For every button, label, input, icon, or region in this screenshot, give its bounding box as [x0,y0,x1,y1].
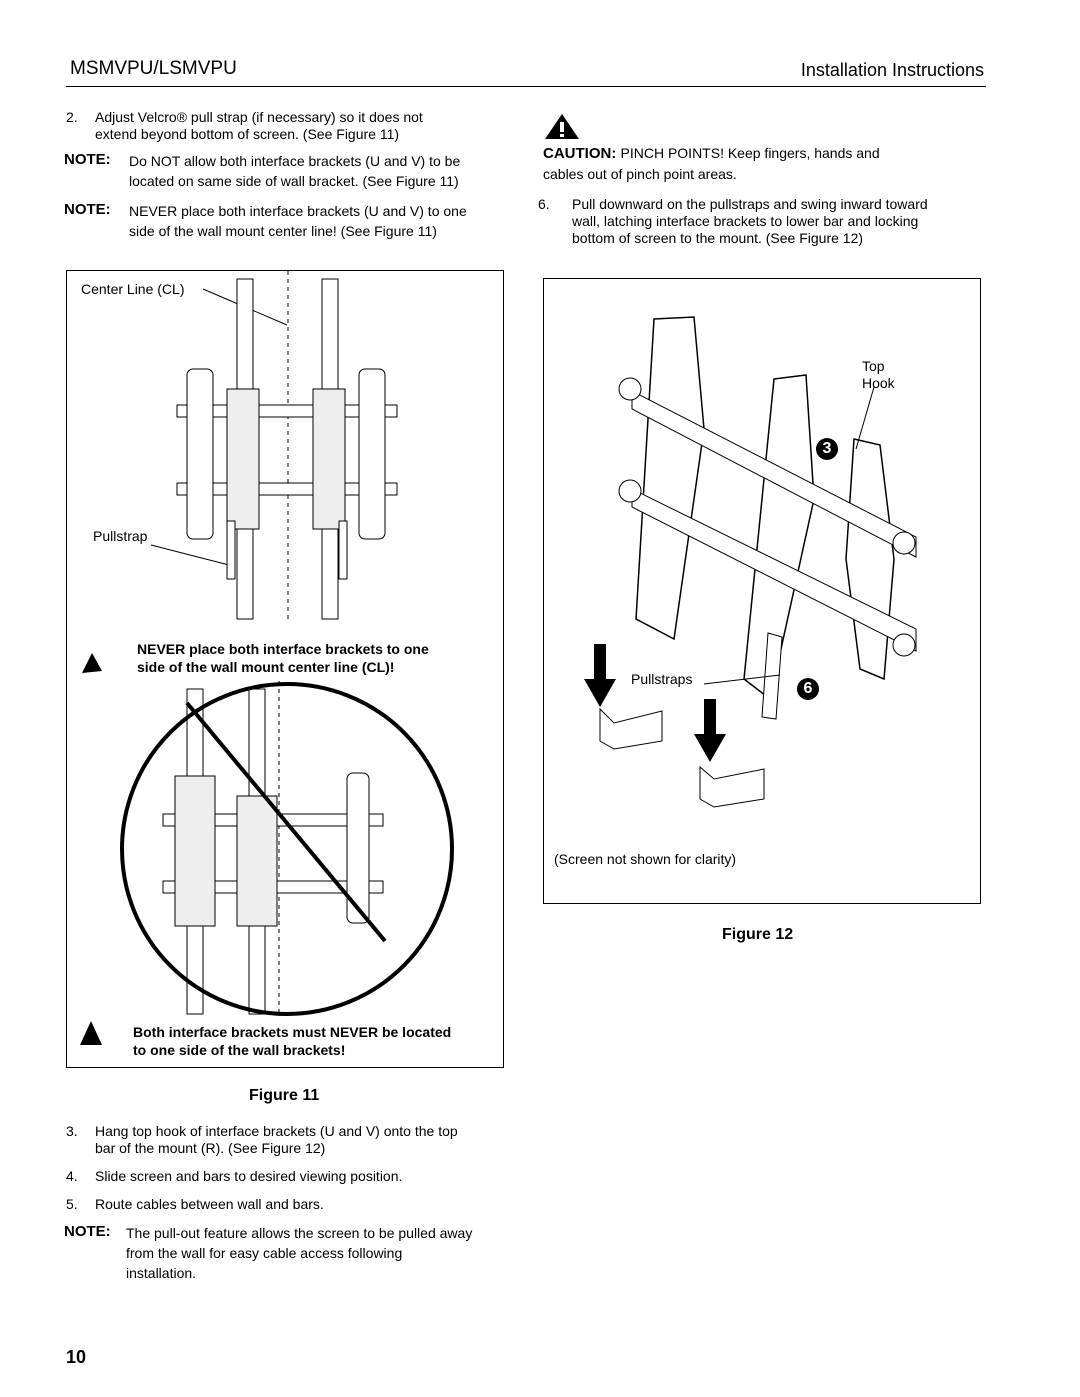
callout-6: 6 [797,678,819,700]
figure-12-illustration [584,316,917,808]
step-text-line: Adjust Velcro® pull strap (if necessary)… [95,109,423,125]
caution-text: PINCH POINTS! Keep fingers, hands and [620,145,880,161]
warning-icon [82,653,102,673]
step-text-line: Pull downward on the pullstraps and swin… [572,196,928,212]
document-model-title: MSMVPU/LSMVPU [70,58,237,79]
screen-note-label: (Screen not shown for clarity) [554,851,737,867]
note-text-line: from the wall for easy cable access foll… [126,1245,403,1261]
note-text-line: Do NOT allow both interface brackets (U … [129,153,461,169]
figure-11-frame: Center Line (CL) Pullstrap [66,270,504,1068]
hook-label: Hook [862,375,895,391]
warning-1: NEVER place both interface brackets to o… [137,640,429,676]
note-label: NOTE: [64,151,111,168]
caution-text-line: cables out of pinch point areas. [543,166,737,182]
step-text-line: extend beyond bottom of screen. (See Fig… [95,126,400,142]
note-text-line: side of the wall mount center line! (See… [129,223,437,239]
note-text-line: NEVER place both interface brackets (U a… [129,203,467,219]
step-number: 3. [66,1123,78,1139]
warning-line: side of the wall mount center line (CL)! [137,659,395,675]
page-number: 10 [66,1347,87,1367]
step-number: 2. [66,109,78,125]
note-label: NOTE: [64,1223,111,1240]
step-number: 6. [538,196,550,212]
caution: CAUTION: PINCH POINTS! Keep fingers, han… [543,143,988,184]
note-2: NOTE: NEVER place both interface bracket… [64,201,514,241]
figure-12-caption: Figure 12 [722,926,794,943]
warning-line: NEVER place both interface brackets to o… [137,641,429,657]
center-line-label: Center Line (CL) [81,281,185,297]
figure-12-frame: Top Hook 3 6 Pullstraps (Screen not show… [543,278,981,904]
step-text-line: Route cables between wall and bars. [95,1196,324,1212]
step-text-line: wall, latching interface brackets to low… [572,213,919,229]
warning-2: Both interface brackets must NEVER be lo… [133,1023,451,1059]
caution-icon [545,114,579,139]
step-6: 6. Pull downward on the pullstraps and s… [538,196,983,247]
top-label: Top [862,358,885,374]
figure-11-caption: Figure 11 [249,1087,320,1104]
header-divider [66,86,986,87]
step-2: 2. Adjust Velcro® pull strap (if necessa… [66,109,506,143]
document-section-title: Installation Instructions [800,60,984,80]
pullstraps-label: Pullstraps [631,671,693,687]
step-text-line: Slide screen and bars to desired viewing… [95,1168,403,1184]
step-4: 4. Slide screen and bars to desired view… [66,1168,516,1185]
step-text-line: Hang top hook of interface brackets (U a… [95,1123,458,1139]
step-text-line: bar of the mount (R). (See Figure 12) [95,1140,326,1156]
warning-line: Both interface brackets must NEVER be lo… [133,1024,452,1040]
step-number: 4. [66,1168,78,1184]
note-text-line: The pull-out feature allows the screen t… [126,1225,473,1241]
note-1: NOTE: Do NOT allow both interface bracke… [64,151,514,191]
step-3: 3. Hang top hook of interface brackets (… [66,1123,516,1157]
warning-icon [80,1021,102,1045]
step-5: 5. Route cables between wall and bars. [66,1196,516,1213]
note-text-line: installation. [126,1265,197,1281]
caution-label: CAUTION: [543,145,617,162]
figure-11-illustration [80,271,454,1045]
note-text-line: located on same side of wall bracket. (S… [129,173,459,189]
pullstrap-label: Pullstrap [93,528,148,544]
step-text-line: bottom of screen to the mount. (See Figu… [572,230,864,246]
note-label: NOTE: [64,201,111,218]
warning-line: to one side of the wall brackets! [133,1042,346,1058]
callout-3: 3 [816,438,838,460]
note-3: NOTE: The pull-out feature allows the sc… [64,1223,514,1283]
step-number: 5. [66,1196,78,1212]
